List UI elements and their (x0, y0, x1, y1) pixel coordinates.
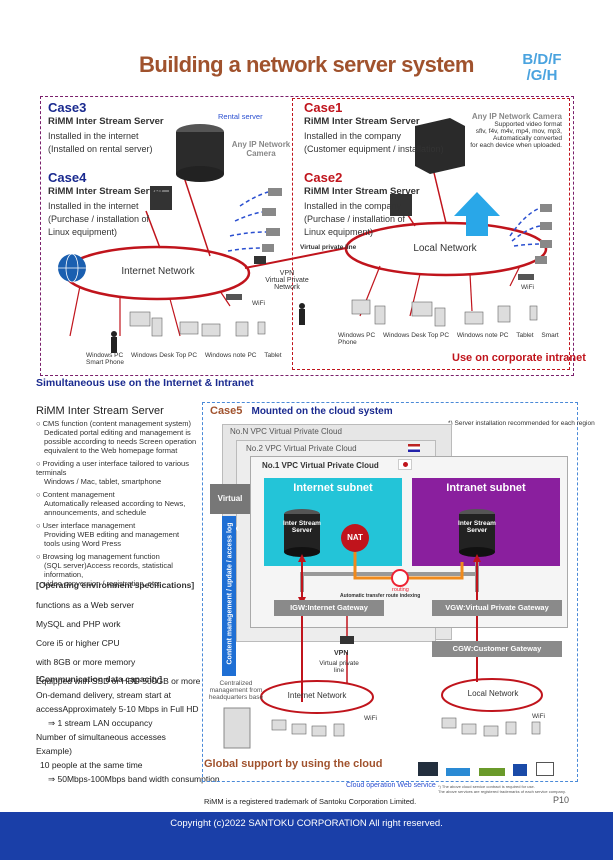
case3-label: Case3 (48, 100, 87, 115)
top-network-diagram (58, 118, 552, 353)
feature-3: ○ Content management Automatically relea… (36, 490, 186, 517)
rental-server-label: Rental server (218, 112, 263, 121)
nat-label: NAT (347, 533, 363, 542)
case1-label: Case1 (304, 100, 343, 115)
devices-left: Windows PC Windows Desk Top PC Windows n… (86, 352, 282, 366)
cloud-diagram (223, 509, 543, 749)
cloud-frame (202, 402, 578, 782)
cloud-internet-network: Internet Network (287, 691, 347, 700)
camera-right-info: Any IP Network Camera Supported video fo… (470, 112, 562, 149)
vgw-gateway: VGW:Virtual Private Gateway (432, 600, 562, 616)
auto-transfer-label: Automatic transfer route indexing (340, 593, 421, 599)
cloud-vpl-label: Virtual private line (319, 660, 359, 674)
fine-print: *) The above cloud service contract is r… (438, 784, 566, 794)
cloud-wifi-right: WiFi (532, 713, 545, 720)
top-diagram-frame (40, 96, 574, 376)
devices-right: Windows PC Windows Desk Top PC Windows n… (338, 332, 559, 346)
product-codes: B/D/F /G/H (522, 51, 562, 84)
vpc-2-label: No.2 VPC Virtual Private Cloud (246, 444, 357, 453)
routing-label: routing (392, 587, 409, 593)
global-support-label: Global support by using the cloud (204, 758, 383, 770)
flag-jp-icon (398, 459, 412, 470)
case2-label: Case2 (304, 170, 343, 185)
feature-4: ○ User interface management Providing WE… (36, 521, 180, 548)
vpc-1-label: No.1 VPC Virtual Private Cloud (262, 461, 379, 470)
case3-product: RiMM Inter Stream Server (48, 116, 164, 127)
vmware-logo (478, 768, 505, 776)
vpc-n-label: No.N VPC Virtual Private Cloud (230, 427, 342, 436)
cgw-gateway: CGW:Customer Gateway (432, 641, 562, 657)
feature-1: ○ CMS function (content management syste… (36, 419, 197, 455)
case3-lines: Installed in the internet (Installed on … (48, 131, 153, 154)
centralized-label: Centralized management from headquarters… (208, 680, 264, 701)
cloud-local-network: Local Network (467, 689, 519, 698)
local-network-label: Local Network (413, 243, 477, 254)
virtual-private-line-label: Virtual private line (300, 244, 357, 251)
server-right-label: Inter Stream Server (458, 520, 496, 534)
page-number: P10 (553, 795, 570, 805)
wifi-left-label: WiFi (252, 300, 265, 307)
case4-product: RiMM Inter Stream Server (48, 186, 164, 197)
capacity-spec: [Communication data capacity] On-demand … (36, 674, 220, 784)
case1-product: RiMM Inter Stream Server (304, 116, 420, 127)
case5-heading: Case5 Mounted on the cloud system (210, 405, 393, 417)
feature-5: ○ Browsing log management function (SQL … (36, 552, 173, 588)
flag-uk-icon (408, 444, 420, 452)
intranet-frame (292, 98, 570, 370)
vpn-label: VPN Virtual Private Network (265, 270, 309, 291)
footer-bar (0, 812, 613, 860)
cloud-vpn-label: VPN (334, 650, 349, 657)
case4-lines: Installed in the internet (Purchase / in… (48, 201, 150, 237)
camera-left-label: Any IP Network Camera (231, 140, 291, 158)
wifi-right-label: WiFi (521, 284, 534, 291)
corporate-intranet-label: Use on corporate intranet (452, 352, 586, 364)
trademark-note: RiMM is a registered trademark of Santok… (204, 797, 417, 806)
server-heading: RiMM Inter Stream Server (36, 405, 164, 417)
cloud-logo (535, 762, 554, 776)
azure-logo (446, 768, 471, 776)
intranet-subnet-label: Intranet subnet (446, 482, 526, 494)
simultaneous-use-label: Simultaneous use on the Internet & Intra… (36, 377, 254, 389)
internet-network-label: Internet Network (121, 266, 195, 277)
copyright: Copyright (c)2022 SANTOKU CORPORATION Al… (170, 818, 443, 829)
page-title: Building a network server system (139, 52, 474, 77)
content-management-arrow (222, 516, 236, 676)
env-spec: [Operating environment specifications] f… (36, 580, 201, 686)
case1-lines: Installed in the company (Customer equip… (304, 131, 444, 154)
cloud-provider-logos (418, 762, 568, 780)
server-left-label: Inter Stream Server (283, 520, 321, 534)
cloud-operation-label: Cloud operation Web service (346, 782, 436, 789)
case4-label: Case4 (48, 170, 87, 185)
aws-logo (418, 762, 438, 776)
igw-gateway: IGW:Internet Gateway (274, 600, 384, 616)
case2-product: RiMM Inter Stream Server (304, 186, 420, 197)
cloud-wifi-left: WiFi (364, 715, 377, 722)
case2-lines: Installed in the company (Purchase / ins… (304, 201, 406, 237)
dropbox-logo (513, 764, 528, 776)
internet-subnet-label: Internet subnet (293, 482, 373, 494)
feature-list: ○ CMS function (content management syste… (36, 419, 212, 592)
feature-2: ○ Providing a user interface tailored to… (36, 459, 189, 486)
cloud-note: *) Server installation recommended for e… (448, 420, 595, 427)
